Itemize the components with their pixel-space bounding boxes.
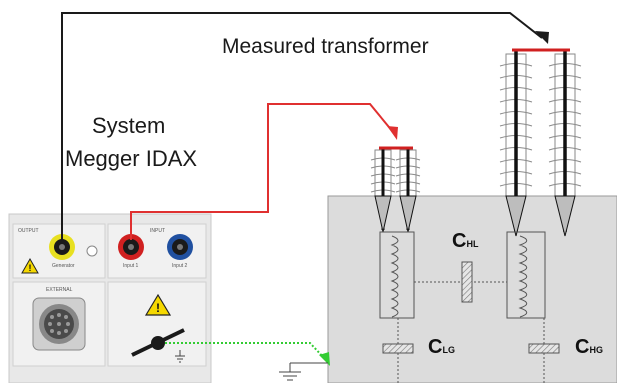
warning-icon: ! — [21, 257, 39, 274]
generator-label: Generator — [52, 263, 75, 269]
capacitance-hl-label: CHL — [452, 230, 478, 253]
system-label: System — [92, 113, 166, 138]
tank-ground-icon — [279, 362, 328, 381]
capacitor-chl — [414, 261, 507, 303]
generator-wire — [61, 12, 549, 240]
ground-terminal[interactable] — [131, 328, 185, 363]
capacitance-hg-label: CHG — [575, 336, 603, 359]
input-2-label: Input 2 — [172, 263, 188, 269]
input-1-connector[interactable] — [118, 234, 144, 260]
output-label: OUTPUT — [18, 228, 39, 234]
generator-connector[interactable] — [49, 234, 75, 260]
warning-icon: ! — [144, 293, 172, 316]
capacitance-hl-main: C — [452, 230, 467, 252]
measured-transformer-label: Measured transformer — [222, 35, 429, 58]
input-label: INPUT — [150, 228, 165, 234]
capacitor-clg — [382, 318, 414, 383]
lv-bushing — [370, 146, 421, 233]
input-1-label: Input 1 — [123, 263, 139, 269]
svg-text:!: ! — [29, 263, 32, 273]
external-label: EXTERNAL — [46, 287, 73, 293]
capacitance-hg-sub: HG — [589, 345, 603, 355]
capacitance-lg-label: CLG — [428, 336, 455, 359]
capacitance-lg-sub: LG — [442, 345, 455, 355]
input-wire — [130, 103, 398, 240]
external-connector[interactable] — [32, 297, 86, 351]
megger-idax-label: Megger IDAX — [65, 146, 198, 171]
capacitance-hg-main: C — [575, 336, 590, 358]
input-2-connector[interactable] — [167, 234, 193, 260]
capacitance-hl-sub: HL — [466, 239, 479, 249]
svg-text:!: ! — [156, 301, 160, 315]
capacitor-chg — [528, 318, 560, 383]
windings — [379, 231, 546, 319]
capacitance-lg-main: C — [428, 336, 443, 358]
output-indicator-led — [86, 245, 98, 257]
hv-bushing — [499, 48, 582, 237]
